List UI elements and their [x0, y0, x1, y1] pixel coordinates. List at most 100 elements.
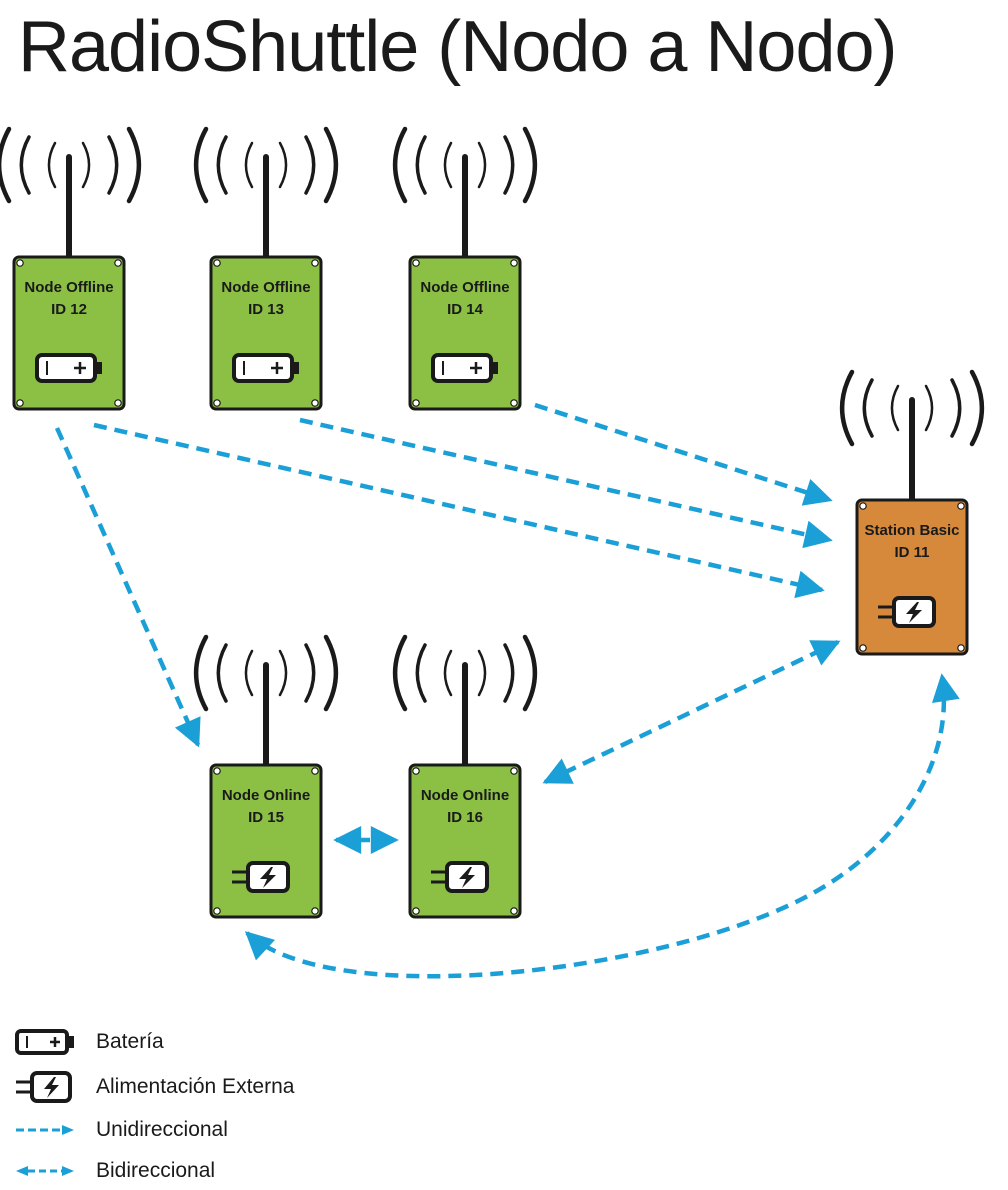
radio-wave-icon [193, 126, 209, 204]
node-id: ID 13 [248, 301, 284, 318]
legend-label-unidirectional: Unidireccional [96, 1118, 228, 1141]
node-label: Node Offline [221, 279, 310, 296]
radio-wave-icon [890, 384, 900, 432]
node-label: Station Basic [864, 522, 959, 539]
radio-wave-icon [477, 649, 487, 697]
external-power-icon [232, 861, 290, 893]
radio-wave-icon [392, 634, 408, 712]
legend-item-battery: Batería [14, 1025, 164, 1059]
screw-icon [859, 644, 867, 652]
node-label: Node Offline [420, 279, 509, 296]
link-node16-station11 [542, 639, 841, 785]
radio-wave-icon [477, 141, 487, 189]
node-box [209, 763, 323, 919]
legend-label-bidirectional: Bidireccional [96, 1159, 216, 1182]
battery-icon [14, 1025, 84, 1059]
link-node12-station11 [93, 422, 825, 599]
external-power-icon [14, 1070, 84, 1104]
radio-wave-icon [969, 369, 985, 447]
radio-wave-icon [924, 384, 934, 432]
legend-item-unidirectional: Unidireccional [14, 1113, 228, 1147]
legend-label-battery: Batería [96, 1030, 164, 1053]
radio-wave-icon [522, 126, 538, 204]
legend-label-external-power: Alimentación Externa [96, 1075, 295, 1098]
radio-wave-icon [0, 126, 12, 204]
node-id: ID 11 [894, 544, 929, 561]
screw-icon [859, 502, 867, 510]
radio-wave-icon [244, 141, 254, 189]
radio-wave-icon [503, 135, 515, 195]
node-node15: Node Online ID 15 [193, 634, 339, 919]
radio-wave-icon [443, 649, 453, 697]
radio-wave-icon [503, 643, 515, 703]
radio-wave-icon [950, 378, 962, 438]
radio-wave-icon [216, 643, 228, 703]
radio-wave-icon [278, 649, 288, 697]
battery-icon [232, 353, 299, 383]
node-id: ID 15 [248, 809, 284, 826]
screw-icon [412, 259, 420, 267]
screw-icon [510, 399, 518, 407]
radio-wave-icon [415, 135, 427, 195]
node-id: ID 16 [447, 809, 483, 826]
node-id: ID 14 [447, 301, 484, 318]
page-title: RadioShuttle (Nodo a Nodo) [18, 7, 898, 87]
screw-icon [311, 259, 319, 267]
screw-icon [412, 907, 420, 915]
external-power-icon [431, 861, 489, 893]
node-node12: Node Offline ID 12 [0, 126, 142, 411]
legend-item-bidirectional: Bidireccional [14, 1154, 215, 1188]
screw-icon [114, 399, 122, 407]
radio-wave-icon [19, 135, 31, 195]
radio-wave-icon [862, 378, 874, 438]
screw-icon [16, 399, 24, 407]
battery-icon [431, 353, 498, 383]
link-node13-station11 [299, 417, 833, 549]
screw-icon [311, 767, 319, 775]
screw-icon [957, 502, 965, 510]
screw-icon [412, 399, 420, 407]
link-node15-station11 [244, 673, 960, 979]
radio-wave-icon [443, 141, 453, 189]
unidirectional-arrow-icon [14, 1113, 84, 1147]
link-node12-node15 [54, 427, 201, 748]
radio-wave-icon [839, 369, 855, 447]
radio-wave-icon [323, 634, 339, 712]
node-station11: Station Basic ID 11 [839, 369, 985, 656]
radio-wave-icon [216, 135, 228, 195]
radio-wave-icon [522, 634, 538, 712]
node-label: Node Offline [24, 279, 113, 296]
radio-wave-icon [304, 135, 316, 195]
screw-icon [311, 907, 319, 915]
radio-wave-icon [107, 135, 119, 195]
battery-icon [35, 353, 102, 383]
node-node13: Node Offline ID 13 [193, 126, 339, 411]
legend-item-external-power: Alimentación Externa [14, 1070, 294, 1104]
link-node14-station11 [534, 402, 833, 506]
radio-wave-icon [47, 141, 57, 189]
radio-wave-icon [193, 634, 209, 712]
node-id: ID 12 [51, 301, 87, 318]
screw-icon [510, 767, 518, 775]
bidirectional-arrow-icon [14, 1154, 84, 1188]
external-power-icon [878, 596, 936, 628]
radio-wave-icon [323, 126, 339, 204]
radio-wave-icon [81, 141, 91, 189]
screw-icon [114, 259, 122, 267]
radio-wave-icon [415, 643, 427, 703]
radio-wave-icon [244, 649, 254, 697]
screw-icon [510, 259, 518, 267]
node-box [408, 763, 522, 919]
screw-icon [213, 767, 221, 775]
screw-icon [16, 259, 24, 267]
radio-wave-icon [126, 126, 142, 204]
radio-wave-icon [304, 643, 316, 703]
node-label: Node Online [222, 787, 310, 804]
radio-wave-icon [392, 126, 408, 204]
screw-icon [213, 259, 221, 267]
screw-icon [510, 907, 518, 915]
screw-icon [213, 399, 221, 407]
screw-icon [412, 767, 420, 775]
